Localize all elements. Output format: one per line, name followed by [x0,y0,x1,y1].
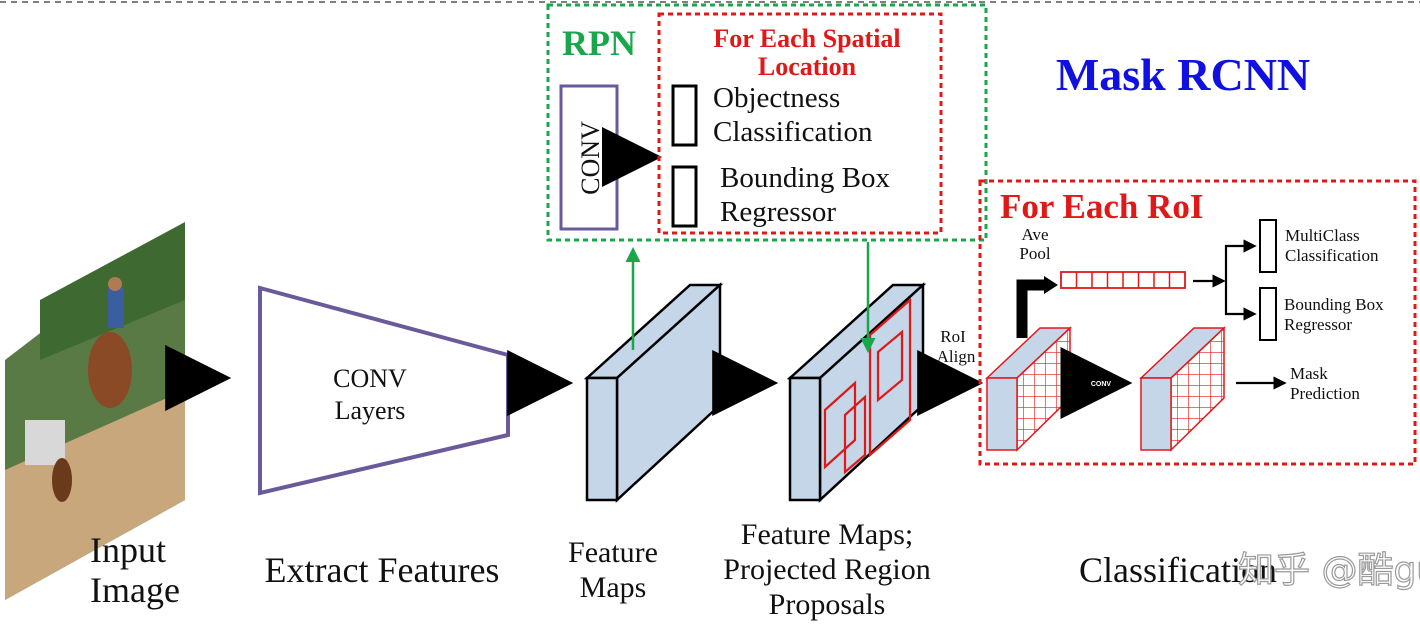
caption-proposals-2: Projected Region [723,553,930,586]
caption-proposals-1: Feature Maps; [741,518,913,551]
spatial-location-box [657,12,943,235]
mask-label-1: Mask [1290,364,1328,383]
multiclass-output-box [1259,219,1277,273]
roi-feature-cube [985,326,1072,452]
roi-bbox-output-box [1259,287,1277,341]
conv-layers-block [258,285,510,496]
caption-extract-features: Extract Features [265,550,500,590]
rpn-conv-label: CONV [576,121,605,195]
arrow-to-multiclass [1224,239,1257,281]
objectness-output-box [671,84,698,147]
ave-pool-arrow [1016,279,1046,338]
ave-pool-label-1: Ave [1021,225,1048,244]
multiclass-label-2: Classification [1285,246,1379,265]
caption-input-image-1: Input [90,530,166,570]
roi-align-label-2: Align [937,347,976,366]
diagram-title: Mask RCNN [1056,49,1310,100]
roi-head-heading: For Each RoI [1000,187,1204,226]
rpn-box [546,3,988,242]
ave-pool-arrowhead [1044,276,1058,294]
roi-head-box [978,179,1417,466]
roi-bbox-label-1: Bounding Box [1284,295,1384,314]
rpn-bbox-label-1: Bounding Box [720,162,890,194]
watermark: 知乎 @酷guy [1238,550,1420,591]
proposal-feature-maps-box [786,282,927,503]
conv-layers-label-2: Layers [335,396,406,425]
rpn-bbox-label-2: Regressor [720,196,836,228]
pooled-feature-vector [1060,271,1186,289]
conv-layers-label-1: CONV [333,364,407,393]
objectness-label-1: Objectness [713,82,840,114]
caption-feature-maps-2: Maps [580,571,647,604]
region-proposal [843,394,867,475]
feature-maps-box [583,282,724,503]
rpn-bbox-output-box [671,165,698,228]
rpn-label: RPN [562,23,636,63]
region-proposal [868,297,912,458]
region-proposal [823,380,857,470]
mask-conv-label: CONV [1091,381,1112,388]
arrow-to-bbox [1224,281,1257,321]
mask-label-2: Prediction [1290,384,1360,403]
roi-bbox-label-2: Regressor [1284,315,1352,334]
region-proposal [876,329,904,403]
roi-align-label-1: RoI [940,327,966,346]
mask-feature-cube [1139,326,1226,452]
spatial-heading-2: Location [758,52,857,81]
caption-feature-maps-1: Feature [568,536,658,569]
objectness-label-2: Classification [713,116,873,148]
caption-proposals-3: Proposals [769,588,886,621]
multiclass-label-1: MultiClass [1285,226,1360,245]
input-image [5,222,185,600]
ave-pool-label-2: Pool [1019,244,1050,263]
caption-input-image-2: Image [90,570,180,610]
caption-classification: Classification [1079,550,1277,590]
spatial-heading-1: For Each Spatial [713,24,900,53]
